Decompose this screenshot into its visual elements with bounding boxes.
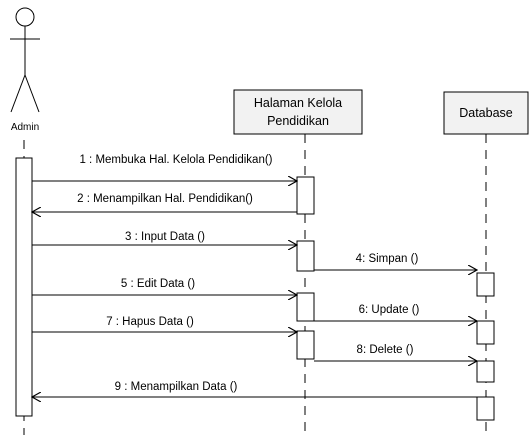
- database-activation-4: [476, 396, 495, 421]
- message-6-label: 6: Update (): [359, 304, 420, 316]
- page-activation-1: [296, 176, 315, 215]
- page-object-box: [233, 89, 363, 135]
- database-activation-2: [476, 320, 495, 345]
- database-activation-1: [476, 272, 495, 297]
- message-3: 3 : Input Data (): [32, 231, 297, 245]
- admin-activation: [15, 157, 33, 417]
- page-object-title-line1: Halaman Kelola: [254, 96, 342, 110]
- message-7: 7 : Hapus Data (): [32, 316, 297, 332]
- message-1-label: 1 : Membuka Hal. Kelola Pendidikan(): [79, 154, 272, 166]
- message-9: 9 : Menampilkan Data (): [32, 381, 477, 397]
- page-object-title-line2: Pendidikan: [267, 114, 329, 128]
- message-8: 8: Delete (): [314, 344, 477, 361]
- database-object-box: [443, 91, 529, 135]
- actor-label: Admin: [11, 122, 39, 133]
- actor-right-leg: [24, 74, 40, 113]
- admin-actor: Admin: [10, 7, 40, 133]
- message-4: 4: Simpan (): [314, 253, 477, 270]
- message-3-label: 3 : Input Data (): [125, 231, 205, 243]
- message-5-label: 5 : Edit Data (): [121, 278, 195, 290]
- message-7-label: 7 : Hapus Data (): [106, 316, 194, 328]
- message-5: 5 : Edit Data (): [32, 278, 297, 295]
- database-activation-3: [476, 360, 495, 383]
- message-2-label: 2 : Menampilkan Hal. Pendidikan(): [77, 193, 253, 205]
- message-4-label: 4: Simpan (): [356, 253, 419, 265]
- database-object-title: Database: [459, 106, 513, 120]
- message-9-label: 9 : Menampilkan Data (): [115, 381, 238, 393]
- message-6: 6: Update (): [314, 304, 477, 321]
- page-object: Halaman Kelola Pendidikan: [233, 89, 363, 135]
- message-2: 2 : Menampilkan Hal. Pendidikan(): [32, 193, 297, 212]
- actor-head: [15, 7, 35, 27]
- database-object: Database: [443, 91, 529, 135]
- message-1: 1 : Membuka Hal. Kelola Pendidikan(): [32, 154, 297, 181]
- page-activation-2: [296, 240, 315, 272]
- actor-left-leg: [10, 74, 26, 113]
- page-activation-3: [296, 292, 315, 322]
- message-8-label: 8: Delete (): [357, 344, 414, 356]
- page-activation-4: [296, 330, 315, 360]
